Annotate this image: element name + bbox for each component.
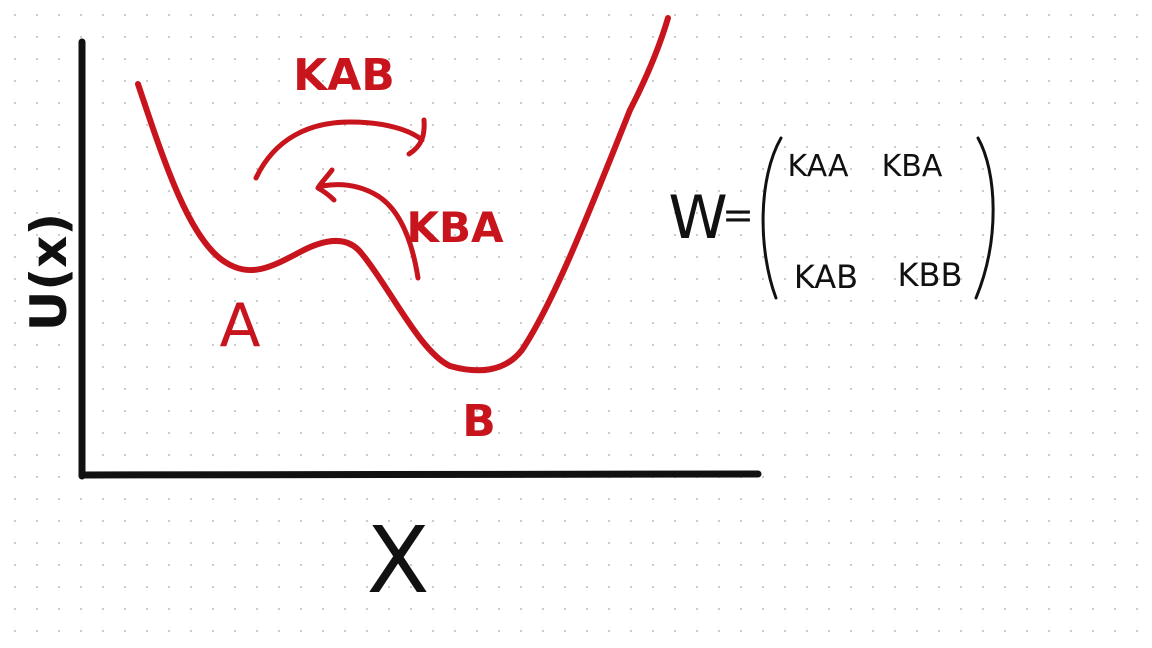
- equals-sign: =: [722, 193, 754, 237]
- y-axis-label: U(x): [20, 213, 78, 332]
- rate-label-kba: KBA: [406, 203, 504, 252]
- matrix-right-bracket: [974, 136, 995, 300]
- transition-arrow-a-to-b: [253, 117, 427, 181]
- matrix-entry-kba: KBA: [882, 149, 943, 184]
- state-b-label: B: [462, 396, 496, 447]
- matrix-symbol-w: W: [668, 183, 727, 253]
- matrix-left-bracket: [761, 136, 783, 300]
- potential-energy-curve: [135, 15, 671, 374]
- x-axis: [78, 470, 762, 479]
- matrix-entry-kbb: KBB: [898, 256, 963, 294]
- matrix-entry-kab: KAB: [794, 258, 858, 296]
- matrix-entry-kaa: KAA: [787, 149, 849, 184]
- rate-label-kab: KAB: [293, 50, 395, 101]
- transition-arrow-b-to-a: [315, 167, 421, 281]
- x-axis-label: X: [366, 507, 429, 614]
- state-a-label: A: [219, 291, 260, 361]
